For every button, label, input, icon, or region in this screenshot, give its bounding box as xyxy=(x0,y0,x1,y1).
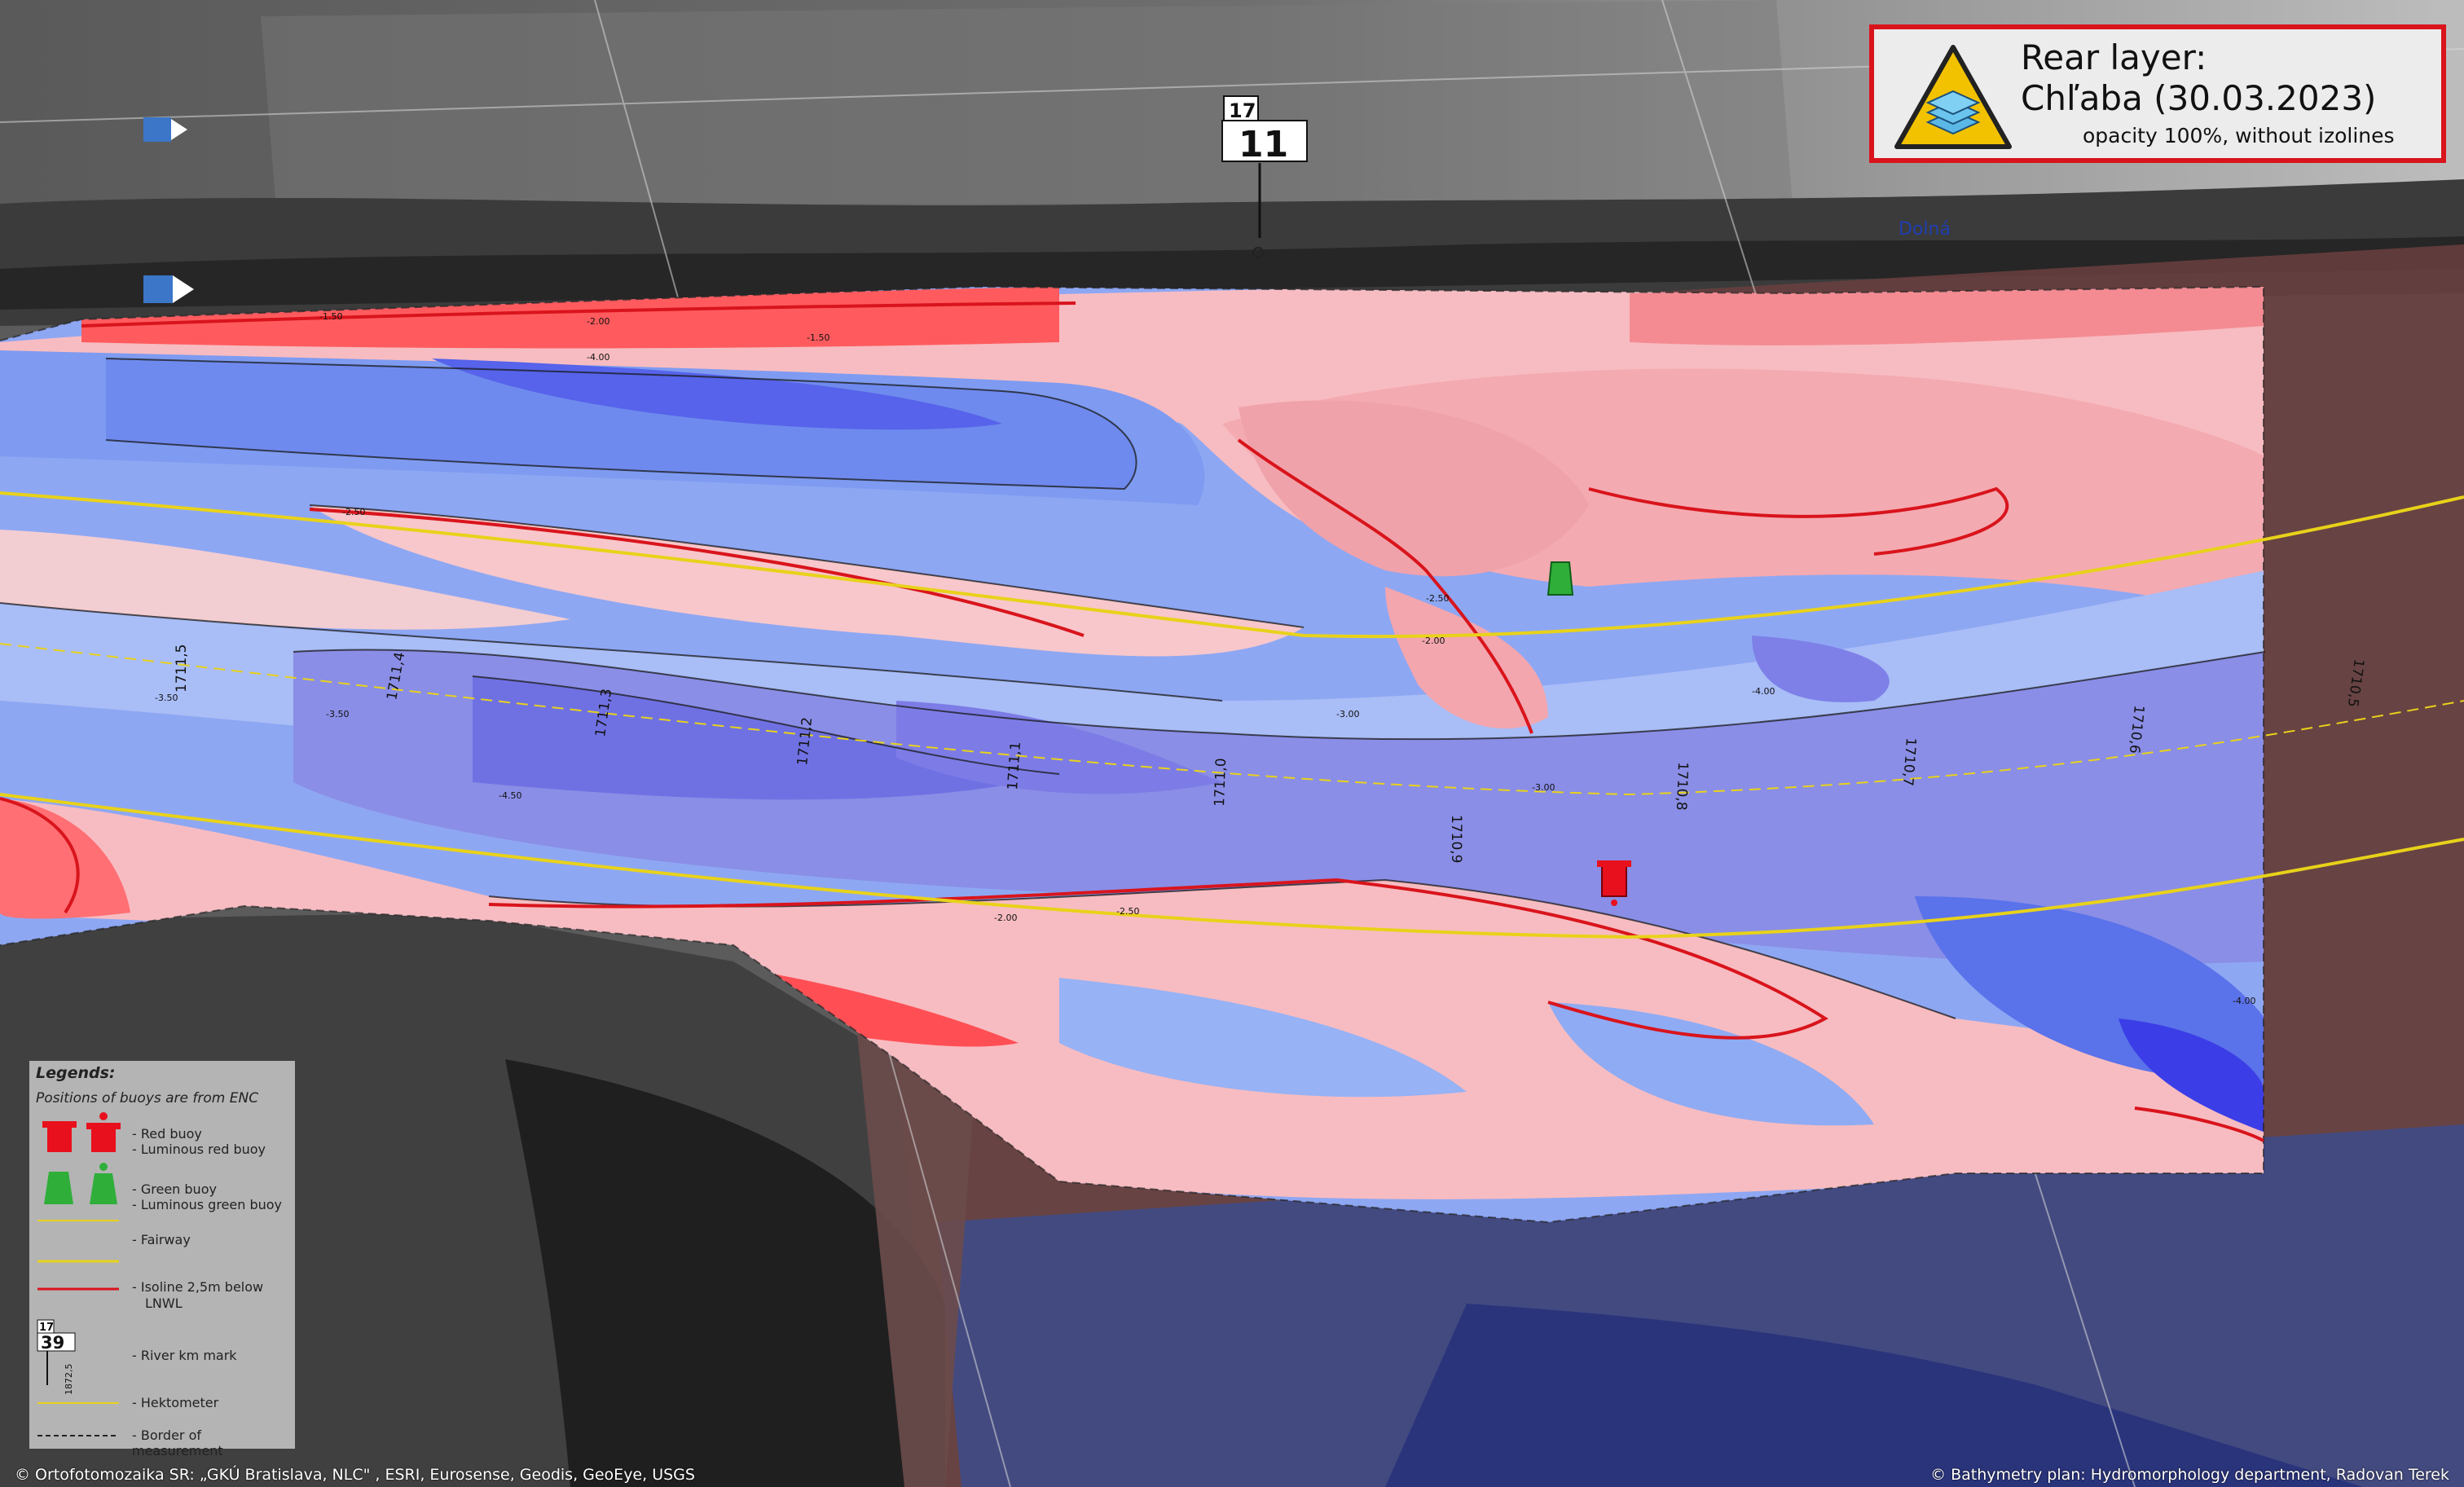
legend-border: - Border of measurement xyxy=(132,1428,223,1458)
river-deep-southeast xyxy=(1385,1304,2363,1487)
depth-label: -3.50 xyxy=(155,693,178,703)
depth-label: -3.00 xyxy=(1532,782,1555,793)
credit-ortophoto: © Ortofotomozaika SR: „GKÚ Bratislava, N… xyxy=(15,1466,695,1484)
km-label: 1710,8 xyxy=(1673,762,1691,811)
depth-label: -2.50 xyxy=(342,507,365,517)
credit-bathymetry: © Bathymetry plan: Hydromorphology depar… xyxy=(1930,1466,2449,1484)
red-buoy-icon xyxy=(42,1121,77,1152)
depth-label: -1.50 xyxy=(807,332,829,343)
title-line: Rear layer: xyxy=(2021,37,2207,77)
legend-red-buoy: - Red buoy xyxy=(132,1126,202,1142)
nav-sign-icon[interactable] xyxy=(143,275,194,303)
depth-label: -2.50 xyxy=(1426,593,1449,604)
km-mark-icon: 17 39 1872,5 xyxy=(37,1319,76,1396)
legend-symbols: 17 39 1872,5 xyxy=(37,1112,121,1436)
km-label: 1711,5 xyxy=(174,645,190,693)
green-buoy[interactable] xyxy=(1547,561,1574,596)
nav-sign-icon[interactable] xyxy=(143,117,187,142)
depth-label: -2.00 xyxy=(994,913,1017,923)
river-bank-shadow xyxy=(0,236,2464,310)
legend-subtitle: Positions of buoys are from ENC xyxy=(36,1090,259,1106)
depth-label: -3.00 xyxy=(1336,709,1359,719)
brown-strip xyxy=(856,1018,978,1487)
river-km-sign: 17 11 xyxy=(1221,95,1308,258)
depth-label: -4.00 xyxy=(1752,686,1775,697)
depth-isolines xyxy=(0,358,2266,1019)
fairway-axis xyxy=(0,643,2464,796)
title-box: Rear layer: Chľaba (30.03.2023) opacity … xyxy=(1869,24,2446,163)
km-label: 1711,1 xyxy=(1005,741,1024,791)
depth-label: -3.50 xyxy=(326,709,349,719)
svg-text:11: 11 xyxy=(1239,124,1288,165)
layers-warning-icon xyxy=(1894,45,2012,149)
title-layer-name: Chľaba (30.03.2023) xyxy=(2021,78,2377,118)
fairway xyxy=(0,491,2464,939)
luminous-green-buoy-icon xyxy=(90,1163,117,1204)
depth-label: -2.00 xyxy=(1422,636,1445,646)
depth-labels: -1.50 -1.50 -2.00 -2.00 -2.00 -2.50 -2.5… xyxy=(155,311,2255,1006)
legend-panel: Legends: Positions of buoys are from ENC… xyxy=(29,1061,295,1458)
km-label: 1710,7 xyxy=(1899,737,1919,787)
legend-luminous-red: - Luminous red buoy xyxy=(132,1142,266,1157)
km-label: 1710,9 xyxy=(1448,815,1464,863)
red-buoy[interactable] xyxy=(1597,860,1631,906)
legend-fairway: - Fairway xyxy=(132,1232,191,1247)
svg-text:17: 17 xyxy=(1229,99,1256,122)
legend-hektometer: - Hektometer xyxy=(132,1395,219,1410)
legend-isoline: - Isoline 2,5m below xyxy=(132,1279,264,1295)
svg-text:17: 17 xyxy=(39,1322,54,1334)
bathymetry-surface xyxy=(0,287,2264,1222)
legend-title: Legends: xyxy=(36,1064,116,1082)
dark-water-south xyxy=(505,1059,945,1487)
depth-label: -4.00 xyxy=(587,352,609,363)
svg-text:1872,5: 1872,5 xyxy=(64,1364,74,1396)
depth-label: -4.50 xyxy=(499,790,521,801)
km-label: 1711,0 xyxy=(1212,758,1230,807)
depth-label: -4.00 xyxy=(2233,996,2255,1006)
title-details: opacity 100%, without izolines xyxy=(2083,124,2395,147)
place-label: Dolná xyxy=(1899,219,1951,240)
legend-luminous-green: - Luminous green buoy xyxy=(132,1197,283,1212)
legend-km-mark: - River km mark xyxy=(132,1348,237,1363)
isoline-2-5m xyxy=(0,301,2264,1142)
depth-label: -2.50 xyxy=(1116,906,1139,917)
legend-isoline-unit: LNWL xyxy=(145,1296,183,1311)
luminous-red-buoy-icon xyxy=(86,1112,121,1152)
green-buoy-icon xyxy=(44,1172,73,1204)
river-blue-southeast xyxy=(937,1124,2464,1487)
depth-label: -1.50 xyxy=(319,311,342,322)
legend-green-buoy: - Green buoy xyxy=(132,1181,217,1197)
svg-text:39: 39 xyxy=(41,1333,64,1353)
border-of-measurement xyxy=(0,285,2264,1224)
field-parcel xyxy=(261,0,1793,220)
depth-label: -2.00 xyxy=(587,316,609,327)
